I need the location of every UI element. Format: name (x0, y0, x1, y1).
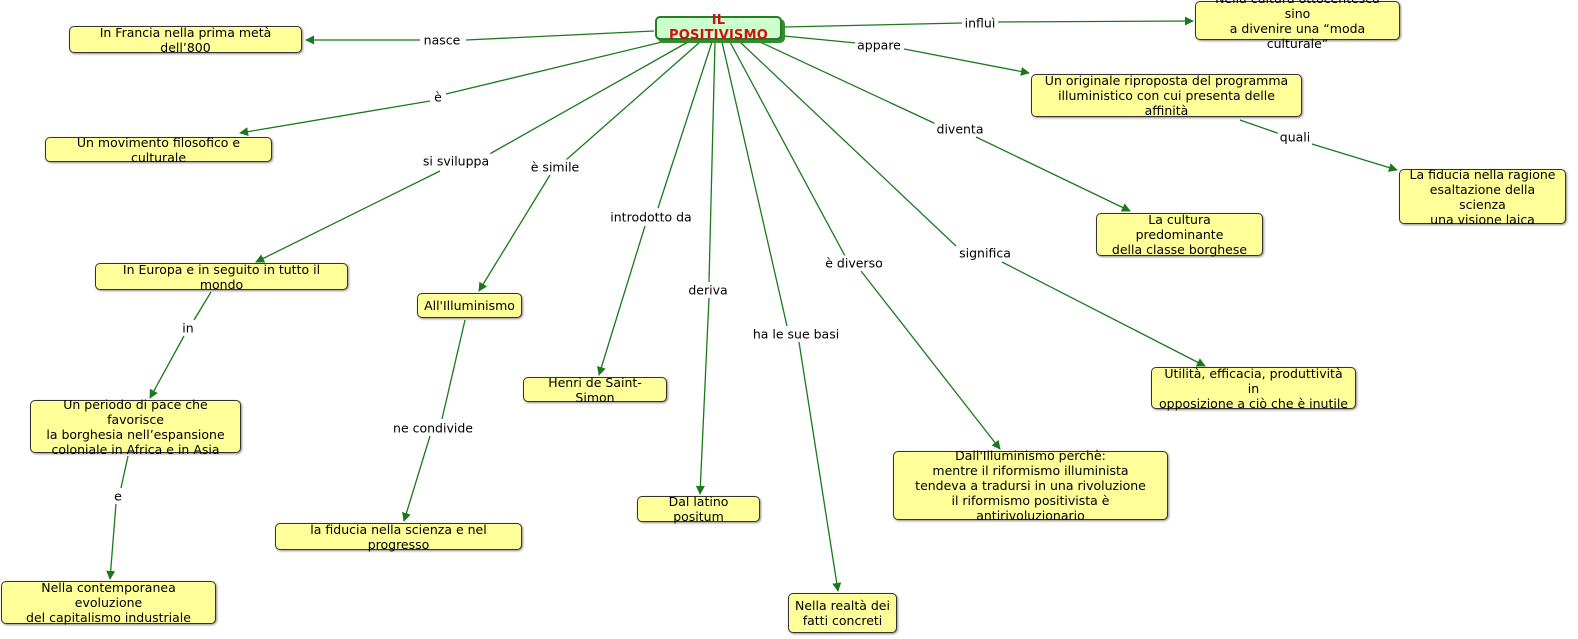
link-line-diverso-a (729, 41, 846, 257)
link-line-sviluppa-b (255, 170, 441, 263)
link-line-simile-a (565, 41, 701, 161)
link-label-e-simile: è simile (528, 159, 582, 175)
link-line-diventa-b (975, 136, 1131, 212)
link-label-significa: significa (957, 245, 1013, 261)
link-label-diventa: diventa (934, 121, 986, 137)
concept-realta[interactable]: Nella realtà dei fatti concreti (788, 593, 897, 633)
link-label-introdotto-da: introdotto da (608, 209, 694, 225)
link-label-deriva: deriva (686, 282, 730, 298)
link-line-quali-b (1311, 143, 1398, 172)
link-line-introdotto-a (657, 41, 713, 209)
link-line-e2-a (120, 455, 129, 489)
link-line-appare-a (783, 35, 857, 44)
link-line-diventa-a (759, 41, 937, 125)
link-line-deriva-b (695, 297, 710, 495)
link-label-ha-le-sue-basi: ha le sue basi (750, 326, 842, 342)
link-line-in-a (193, 291, 212, 321)
link-label-appare: appare (855, 37, 903, 53)
link-line-influi-b (997, 16, 1194, 26)
link-line-basi-b (798, 341, 842, 592)
link-line-significa-a (739, 41, 957, 247)
concept-europa[interactable]: In Europa e in seguito in tutto il mondo (95, 262, 348, 292)
concept-cultura-ottocentesca[interactable]: Nella cultura ottocentesca sino a diveni… (1195, 0, 1400, 51)
link-line-deriva-a (708, 41, 716, 283)
concept-riproposta[interactable]: Un originale riproposta del programma il… (1031, 73, 1302, 118)
link-line-influi-a (783, 22, 963, 28)
link-label-quali: quali (1277, 129, 1313, 145)
link-label-nasce: nasce (421, 32, 463, 48)
concept-capitalismo[interactable]: Nella contemporanea evoluzione del capit… (1, 580, 216, 625)
link-line-basi-a (721, 41, 788, 327)
concept-cultura-predominante[interactable]: La cultura predominante della classe bor… (1096, 212, 1263, 257)
link-line-simile-b (478, 174, 551, 292)
link-line-in-b (149, 335, 185, 399)
concept-fiducia-scienza[interactable]: la fiducia nella scienza e nel progresso (275, 522, 522, 552)
link-line-significa-b (1001, 261, 1206, 367)
concept-dall-illuminismo[interactable]: Dall'Illuminismo perchè: mentre il rifor… (893, 448, 1168, 523)
link-label-influi: influì (962, 15, 998, 31)
concept-illuminismo[interactable]: All'Illuminismo (417, 293, 522, 318)
concept-dal-latino[interactable]: Dal latino positum (637, 494, 760, 524)
concept-movimento[interactable]: Un movimento filosofico e culturale (45, 135, 272, 165)
link-line-condivide-a (441, 319, 466, 420)
link-line-e-b (239, 100, 431, 137)
link-line-condivide-b (402, 435, 431, 522)
link-label-ne-condivide: ne condivide (391, 420, 475, 436)
link-label-e: è (432, 89, 444, 105)
link-line-sviluppa-a (485, 41, 689, 157)
root-concept[interactable]: IL POSITIVISMO (655, 13, 782, 43)
link-label-e-conj: e (112, 488, 124, 504)
concept-fiducia-ragione[interactable]: La fiducia nella ragione esaltazione del… (1399, 167, 1566, 227)
concept-periodo-pace[interactable]: Un periodo di pace che favorisce la borg… (30, 397, 241, 457)
link-line-diverso-b (860, 270, 1001, 450)
link-label-in: in (180, 320, 196, 336)
concept-francia[interactable]: In Francia nella prima metà dell’800 (69, 25, 302, 55)
link-line-introdotto-b (597, 225, 646, 376)
link-label-si-sviluppa: si sviluppa (420, 153, 492, 169)
link-line-e2-b (106, 503, 117, 580)
link-line-nasce-a (465, 30, 655, 41)
link-line-appare-b (903, 48, 1030, 76)
link-line-quali-a (1239, 119, 1281, 135)
link-label-e-diverso: è diverso (823, 255, 885, 271)
concept-saint-simon[interactable]: Henri de Saint-Simon (523, 375, 667, 405)
concept-utilita[interactable]: Utilità, efficacia, produttività in oppo… (1151, 366, 1356, 411)
link-line-e-a (445, 41, 663, 95)
